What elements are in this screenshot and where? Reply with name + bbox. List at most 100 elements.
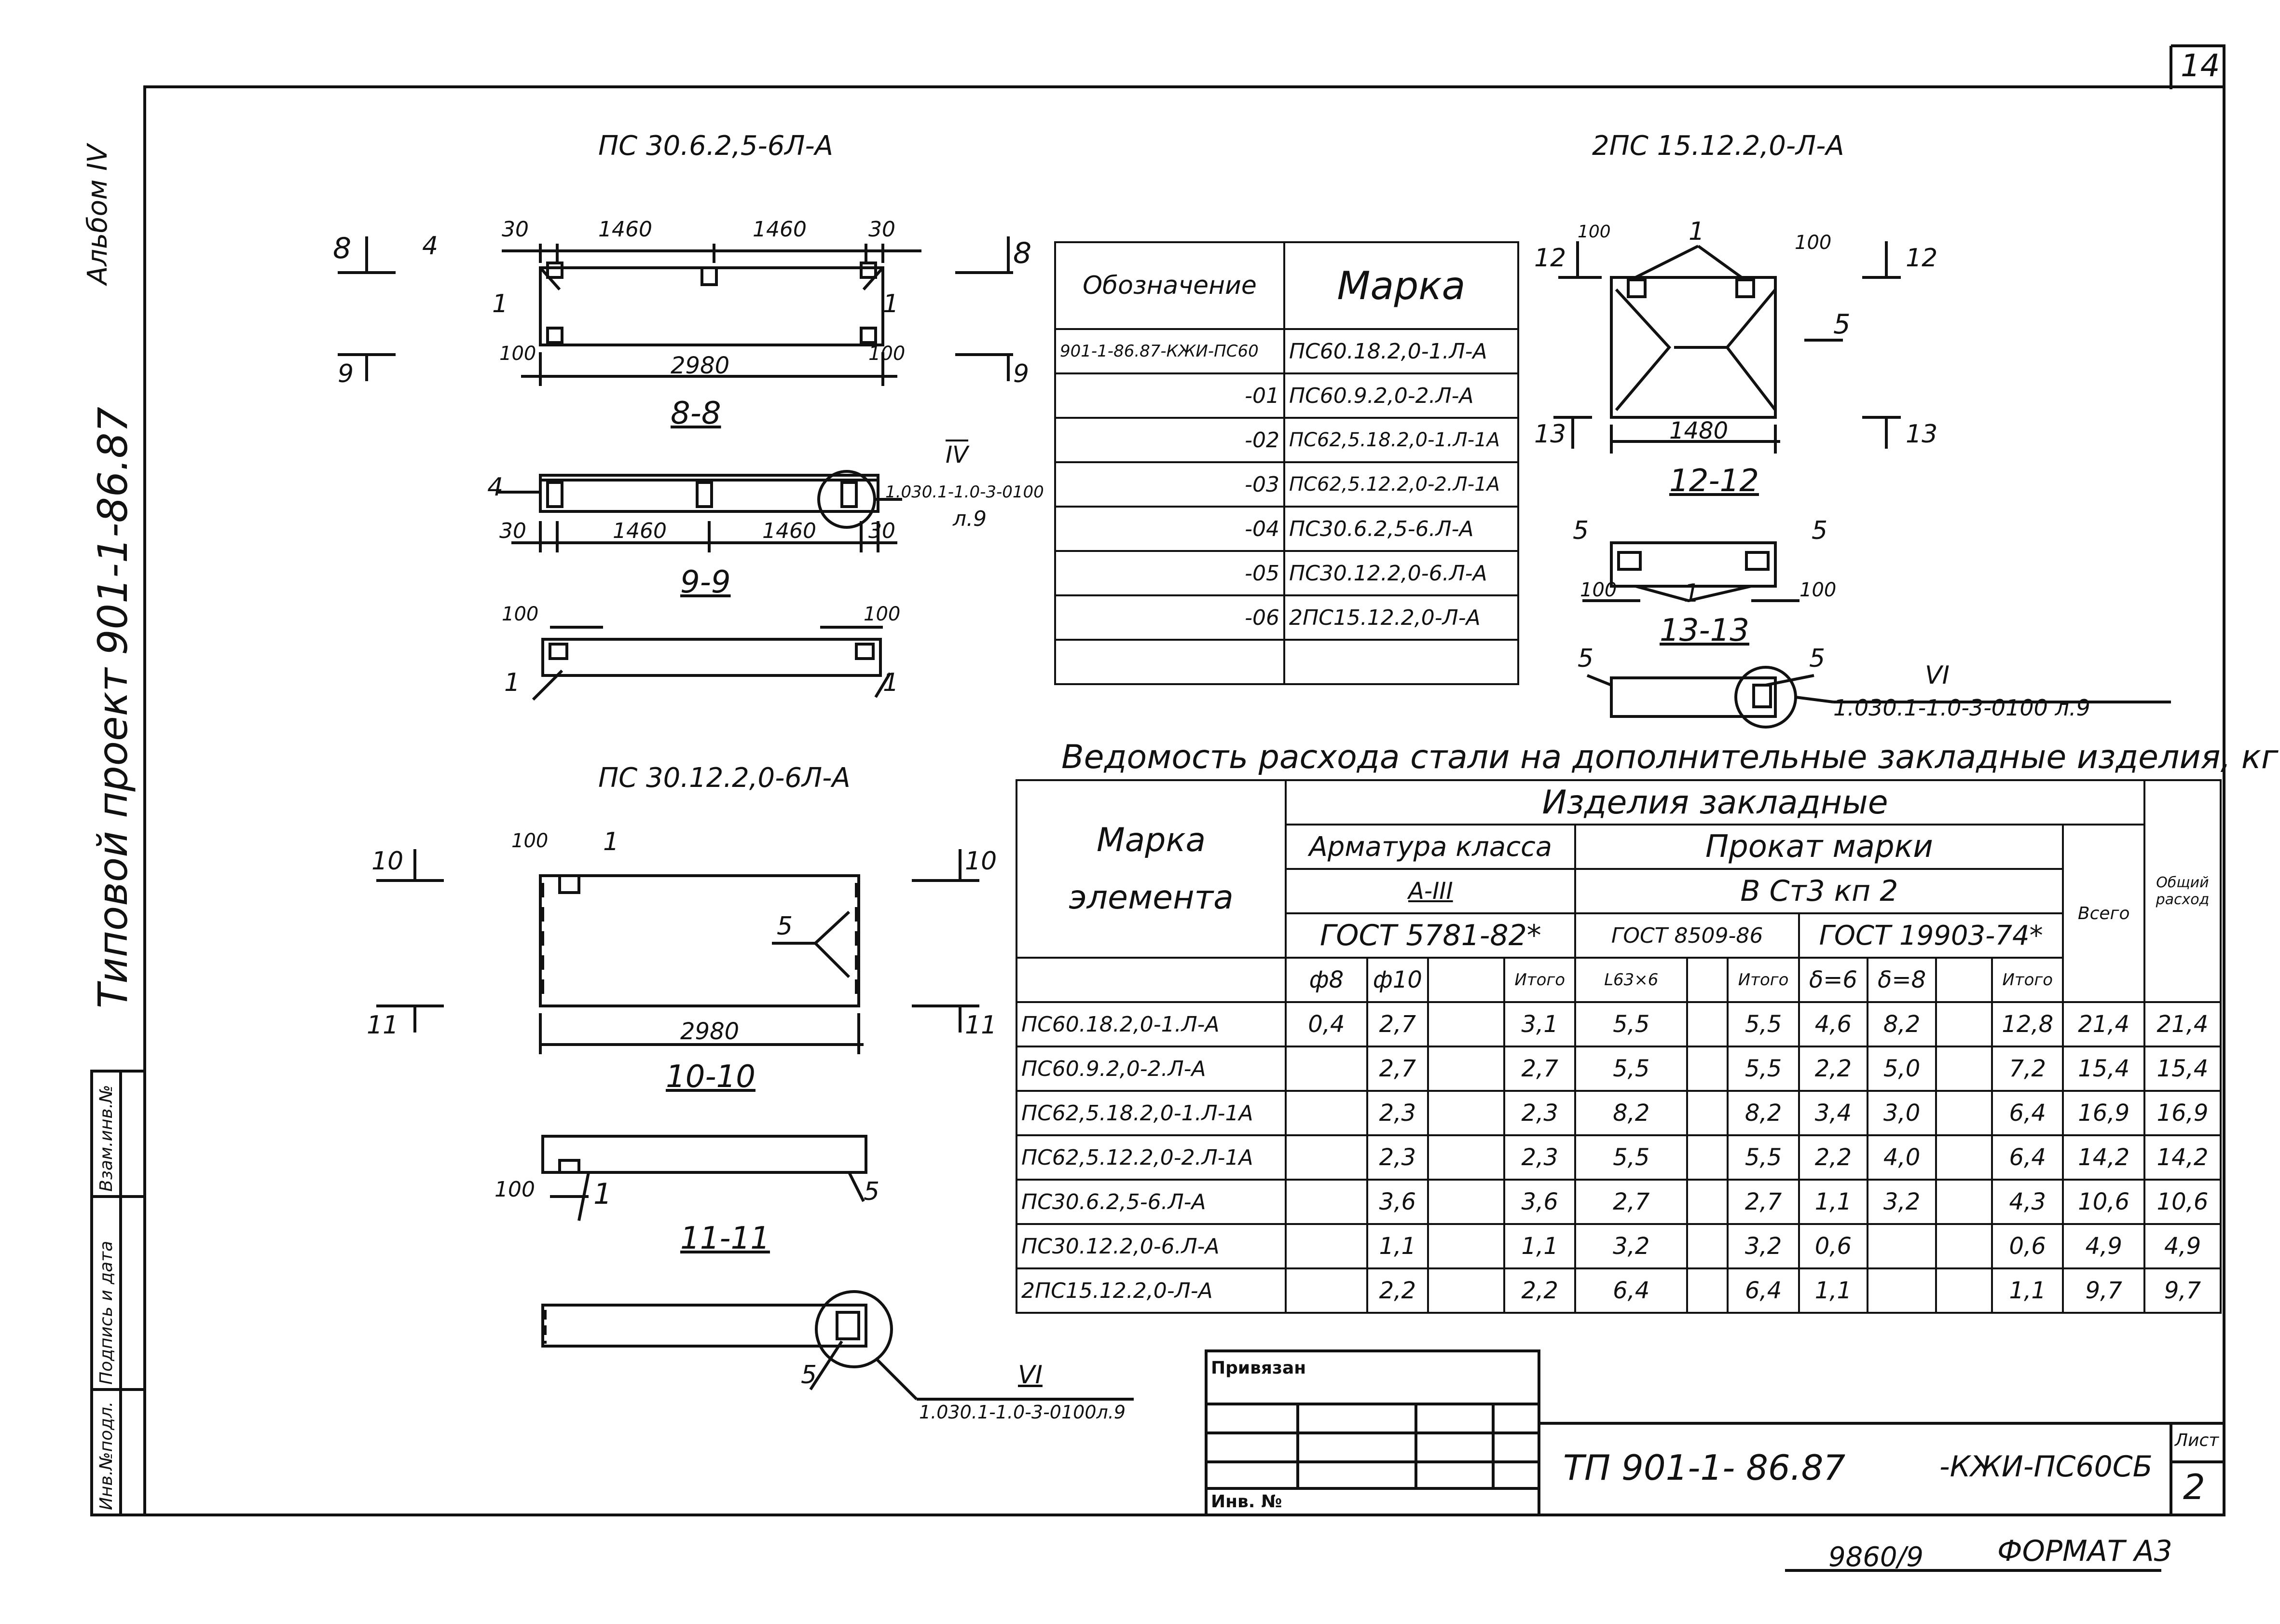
archive-number: 9860/9: [1828, 1541, 1924, 1573]
steel-row-value: 2,3: [1503, 1090, 1577, 1136]
steel-f8-header: ф8: [1285, 957, 1368, 1003]
dim-1460-b: 1460: [753, 217, 807, 242]
stamp-replace-label: Взам.инв.№: [96, 1085, 116, 1192]
section-11-label: 11-11: [680, 1221, 770, 1256]
mark-1-h: 1: [1684, 579, 1700, 608]
steel-products-header: Изделия закладные: [1285, 779, 2145, 826]
ref-vi-code-right: 1.030.1-1.0-3-0100 л.9: [1833, 695, 2090, 721]
sheet-number-top: 14: [2181, 48, 2220, 84]
steel-row-value: 6,4: [1991, 1090, 2064, 1136]
steel-s6-header: δ=6: [1798, 957, 1868, 1003]
ref-iv-code: 1.030.1-1.0-3-0100: [885, 482, 1044, 502]
steel-row-value: [1935, 1134, 1993, 1181]
mark-10-left: 10: [371, 847, 404, 876]
mark-5-a: 5: [777, 912, 793, 941]
steel-row-value: 15,4: [2143, 1046, 2222, 1092]
steel-common-header: Общий расход: [2143, 779, 2222, 1003]
mark-1-e: 1: [603, 827, 619, 856]
mark-5-h: 5: [1809, 644, 1826, 673]
mark-5-f: 5: [1812, 516, 1828, 545]
steel-row-value: 1,1: [1798, 1179, 1868, 1225]
steel-row-mark: ПС60.18.2,0-1.Л-А: [1015, 1001, 1287, 1047]
dim-1460-a: 1460: [598, 217, 652, 242]
steel-blank-header: [1686, 957, 1729, 1003]
steel-row-value: [1686, 1267, 1729, 1314]
mark-8-right: 8: [1013, 236, 1032, 270]
mark-1-f: 1: [593, 1177, 612, 1211]
steel-mark-header: Марка элемента: [1015, 779, 1287, 959]
steel-row-value: [1686, 1223, 1729, 1269]
mark-13-left: 13: [1534, 420, 1566, 449]
dim-1480: 1480: [1669, 417, 1729, 444]
steel-row-value: 3,2: [1727, 1223, 1800, 1269]
steel-row-value: 2,3: [1366, 1134, 1429, 1181]
steel-row-value: 21,4: [2143, 1001, 2222, 1047]
des-cell: -06: [1054, 594, 1285, 641]
mark-11-right: 11: [965, 1011, 997, 1040]
project-label: Типовой проект 901-1-86.87: [89, 407, 137, 1008]
steel-row-value: [1935, 1267, 1993, 1314]
steel-row-value: 10,6: [2062, 1179, 2145, 1225]
steel-row-value: 3,2: [1574, 1223, 1689, 1269]
des-mark-cell: ПС30.6.2,5-6.Л-А: [1283, 506, 1519, 552]
steel-table-title: Ведомость расхода стали на дополнительны…: [1061, 738, 2279, 776]
steel-row-value: [1285, 1090, 1368, 1136]
sheet-no: 2: [2183, 1467, 2205, 1507]
steel-row-value: [1686, 1001, 1729, 1047]
steel-row-value: [1285, 1223, 1368, 1269]
steel-row-value: 1,1: [1991, 1267, 2064, 1314]
steel-row-value: 5,0: [1866, 1046, 1937, 1092]
steel-row-value: 5,5: [1574, 1046, 1689, 1092]
steel-row-value: 9,7: [2062, 1267, 2145, 1314]
mark-5-d: 5: [1833, 309, 1851, 340]
steel-empty-header: [1015, 957, 1287, 1003]
dim-100-a: 100: [499, 343, 536, 365]
steel-row-mark: ПС30.12.2,0-6.Л-А: [1015, 1223, 1287, 1269]
steel-row-value: 1,1: [1503, 1223, 1577, 1269]
steel-f10-header: ф10: [1366, 957, 1429, 1003]
steel-row-value: [1285, 1046, 1368, 1092]
steel-row-value: 2,2: [1503, 1267, 1577, 1314]
steel-row-value: 2,2: [1366, 1267, 1429, 1314]
steel-row-value: [1427, 1267, 1505, 1314]
designation-header: Обозначение: [1054, 241, 1285, 330]
steel-row-value: 4,9: [2062, 1223, 2145, 1269]
steel-row-value: [1686, 1179, 1729, 1225]
mark-1-d: 1: [883, 668, 899, 697]
steel-row-value: 14,2: [2062, 1134, 2145, 1181]
section-13-label: 13-13: [1660, 613, 1749, 648]
steel-row-value: 2,7: [1574, 1179, 1689, 1225]
steel-gost-19903: ГОСТ 19903-74*: [1798, 912, 2064, 959]
steel-sheet-itogo-header: Итого: [1991, 957, 2064, 1003]
steel-row-value: 2,3: [1503, 1134, 1577, 1181]
stamp-sign-label: Подпись и дата: [96, 1240, 116, 1385]
mark-11-left: 11: [367, 1011, 399, 1040]
dim-100-j: 100: [1799, 579, 1837, 601]
steel-row-value: 4,6: [1798, 1001, 1868, 1047]
steel-row-value: 4,9: [2143, 1223, 2222, 1269]
mark-5-e: 5: [1573, 516, 1589, 545]
steel-row-mark: ПС62,5.12.2,0-2.Л-1А: [1015, 1134, 1287, 1181]
mark-12-right: 12: [1906, 244, 1938, 273]
dim-30-d: 30: [868, 519, 895, 543]
steel-row-value: [1935, 1223, 1993, 1269]
steel-rebar-class: А-III: [1285, 868, 1577, 914]
steel-row-value: 9,7: [2143, 1267, 2222, 1314]
steel-row-value: [1427, 1046, 1505, 1092]
des-mark-cell: ПС60.9.2,0-2.Л-А: [1283, 372, 1519, 419]
steel-row-value: 1,1: [1366, 1223, 1429, 1269]
steel-rebar-gost: ГОСТ 5781-82*: [1285, 912, 1577, 959]
steel-row-value: 4,0: [1866, 1134, 1937, 1181]
steel-row-value: 10,6: [2143, 1179, 2222, 1225]
steel-rebar-itogo-header: Итого: [1503, 957, 1577, 1003]
mark-5-c: 5: [801, 1361, 817, 1390]
des-cell: -05: [1054, 550, 1285, 596]
steel-row-value: [1686, 1046, 1729, 1092]
des-mark-cell: ПС62,5.12.2,0-2.Л-1А: [1283, 461, 1519, 508]
des-mark-cell: ПС60.18.2,0-1.Л-А: [1283, 328, 1519, 374]
mark-10-right: 10: [965, 847, 997, 876]
